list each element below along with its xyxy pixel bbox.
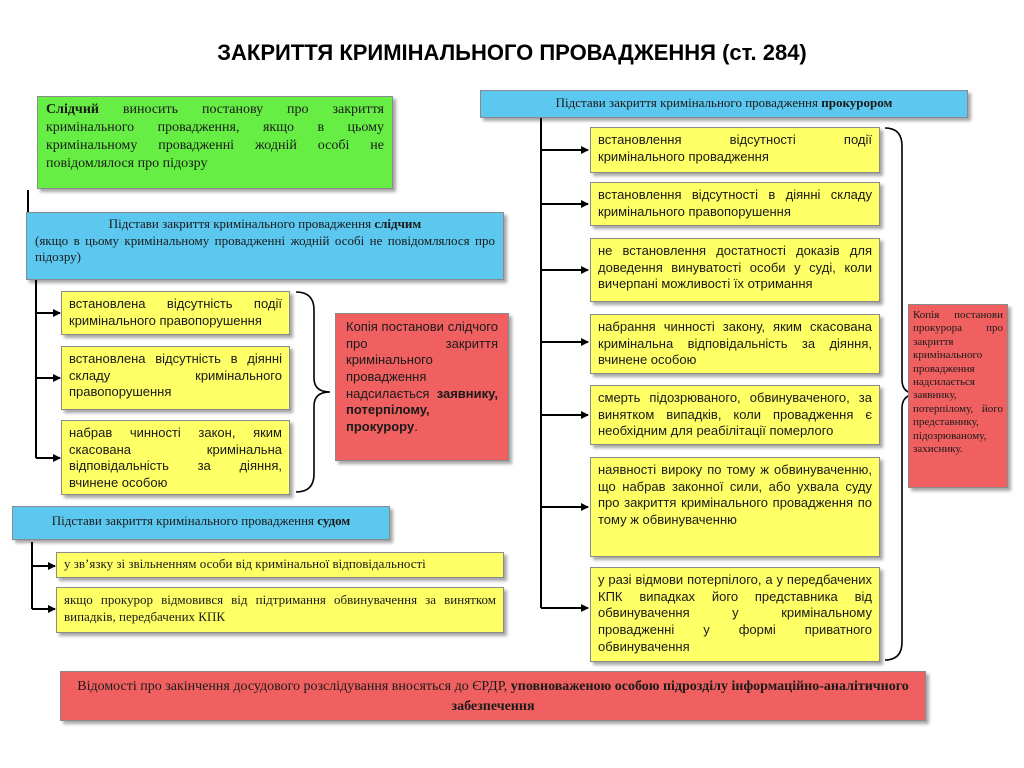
court-grounds-title: Підстави закриття кримінального провадже… (51, 513, 318, 528)
prosecutor-ground-item-1: встановлення відсутності події криміналь… (590, 127, 880, 173)
prosecutor-copy-box: Копія постанови прокурора про закриття к… (908, 304, 1008, 488)
prosecutor-grounds-title: Підстави закриття кримінального провадже… (555, 95, 822, 110)
investigator-ground-item-2: встановлена відсутність в діянні складу … (61, 346, 290, 410)
investigator-copy-recipients: заявнику, потерпілому, прокурору (346, 385, 498, 434)
footer-erdr-box: Відомості про закінчення досудового розс… (60, 671, 926, 721)
investigator-intro-lead: Слідчий (46, 102, 99, 117)
investigator-copy-end: . (414, 418, 418, 434)
court-ground-item-2: якщо прокурор відмовився від підтримання… (56, 587, 504, 633)
investigator-ground-item-1: встановлена відсутність події кримінальн… (61, 291, 290, 335)
court-ground-item-1: у зв’язку зі звільненням особи від кримі… (56, 552, 504, 578)
prosecutor-ground-item-4: набрання чинності закону, яким скасована… (590, 314, 880, 374)
footer-text-bold: уповноваженою особою підрозділу інформац… (451, 679, 909, 714)
investigator-copy-box: Копія постанови слідчого про закриття кр… (335, 313, 509, 461)
investigator-intro-box: Слідчий виносить постанову про закриття … (37, 96, 393, 189)
prosecutor-grounds-title-bold: прокурором (821, 95, 893, 110)
prosecutor-grounds-header: Підстави закриття кримінального провадже… (480, 90, 968, 118)
prosecutor-ground-item-2: встановлення відсутності в діянні складу… (590, 182, 880, 226)
footer-text: Відомості про закінчення досудового розс… (77, 679, 511, 694)
prosecutor-ground-item-6: наявності вироку по тому ж обвинуваченню… (590, 457, 880, 557)
court-grounds-header: Підстави закриття кримінального провадже… (12, 506, 390, 540)
investigator-grounds-title: Підстави закриття кримінального провадже… (108, 216, 375, 231)
court-grounds-title-bold: судом (317, 513, 351, 528)
investigator-grounds-subheader: (якщо в цьому кримінальному провадженні … (35, 232, 495, 265)
prosecutor-ground-item-7: у разі відмови потерпілого, а у передбач… (590, 567, 880, 662)
prosecutor-ground-item-5: смерть підозрюваного, обвинуваченого, за… (590, 385, 880, 445)
prosecutor-ground-item-3: не встановлення достатності доказів для … (590, 238, 880, 302)
page-title: ЗАКРИТТЯ КРИМІНАЛЬНОГО ПРОВАДЖЕННЯ (ст. … (217, 40, 807, 65)
investigator-copy-text: Копія постанови слідчого про закриття кр… (346, 319, 498, 401)
investigator-grounds-header: Підстави закриття кримінального провадже… (26, 212, 504, 280)
investigator-intro-text: виносить постанову про закриття кримінал… (46, 102, 384, 171)
investigator-ground-item-3: набрав чинності закон, яким скасована кр… (61, 420, 290, 495)
investigator-grounds-title-bold: слідчим (374, 216, 422, 231)
